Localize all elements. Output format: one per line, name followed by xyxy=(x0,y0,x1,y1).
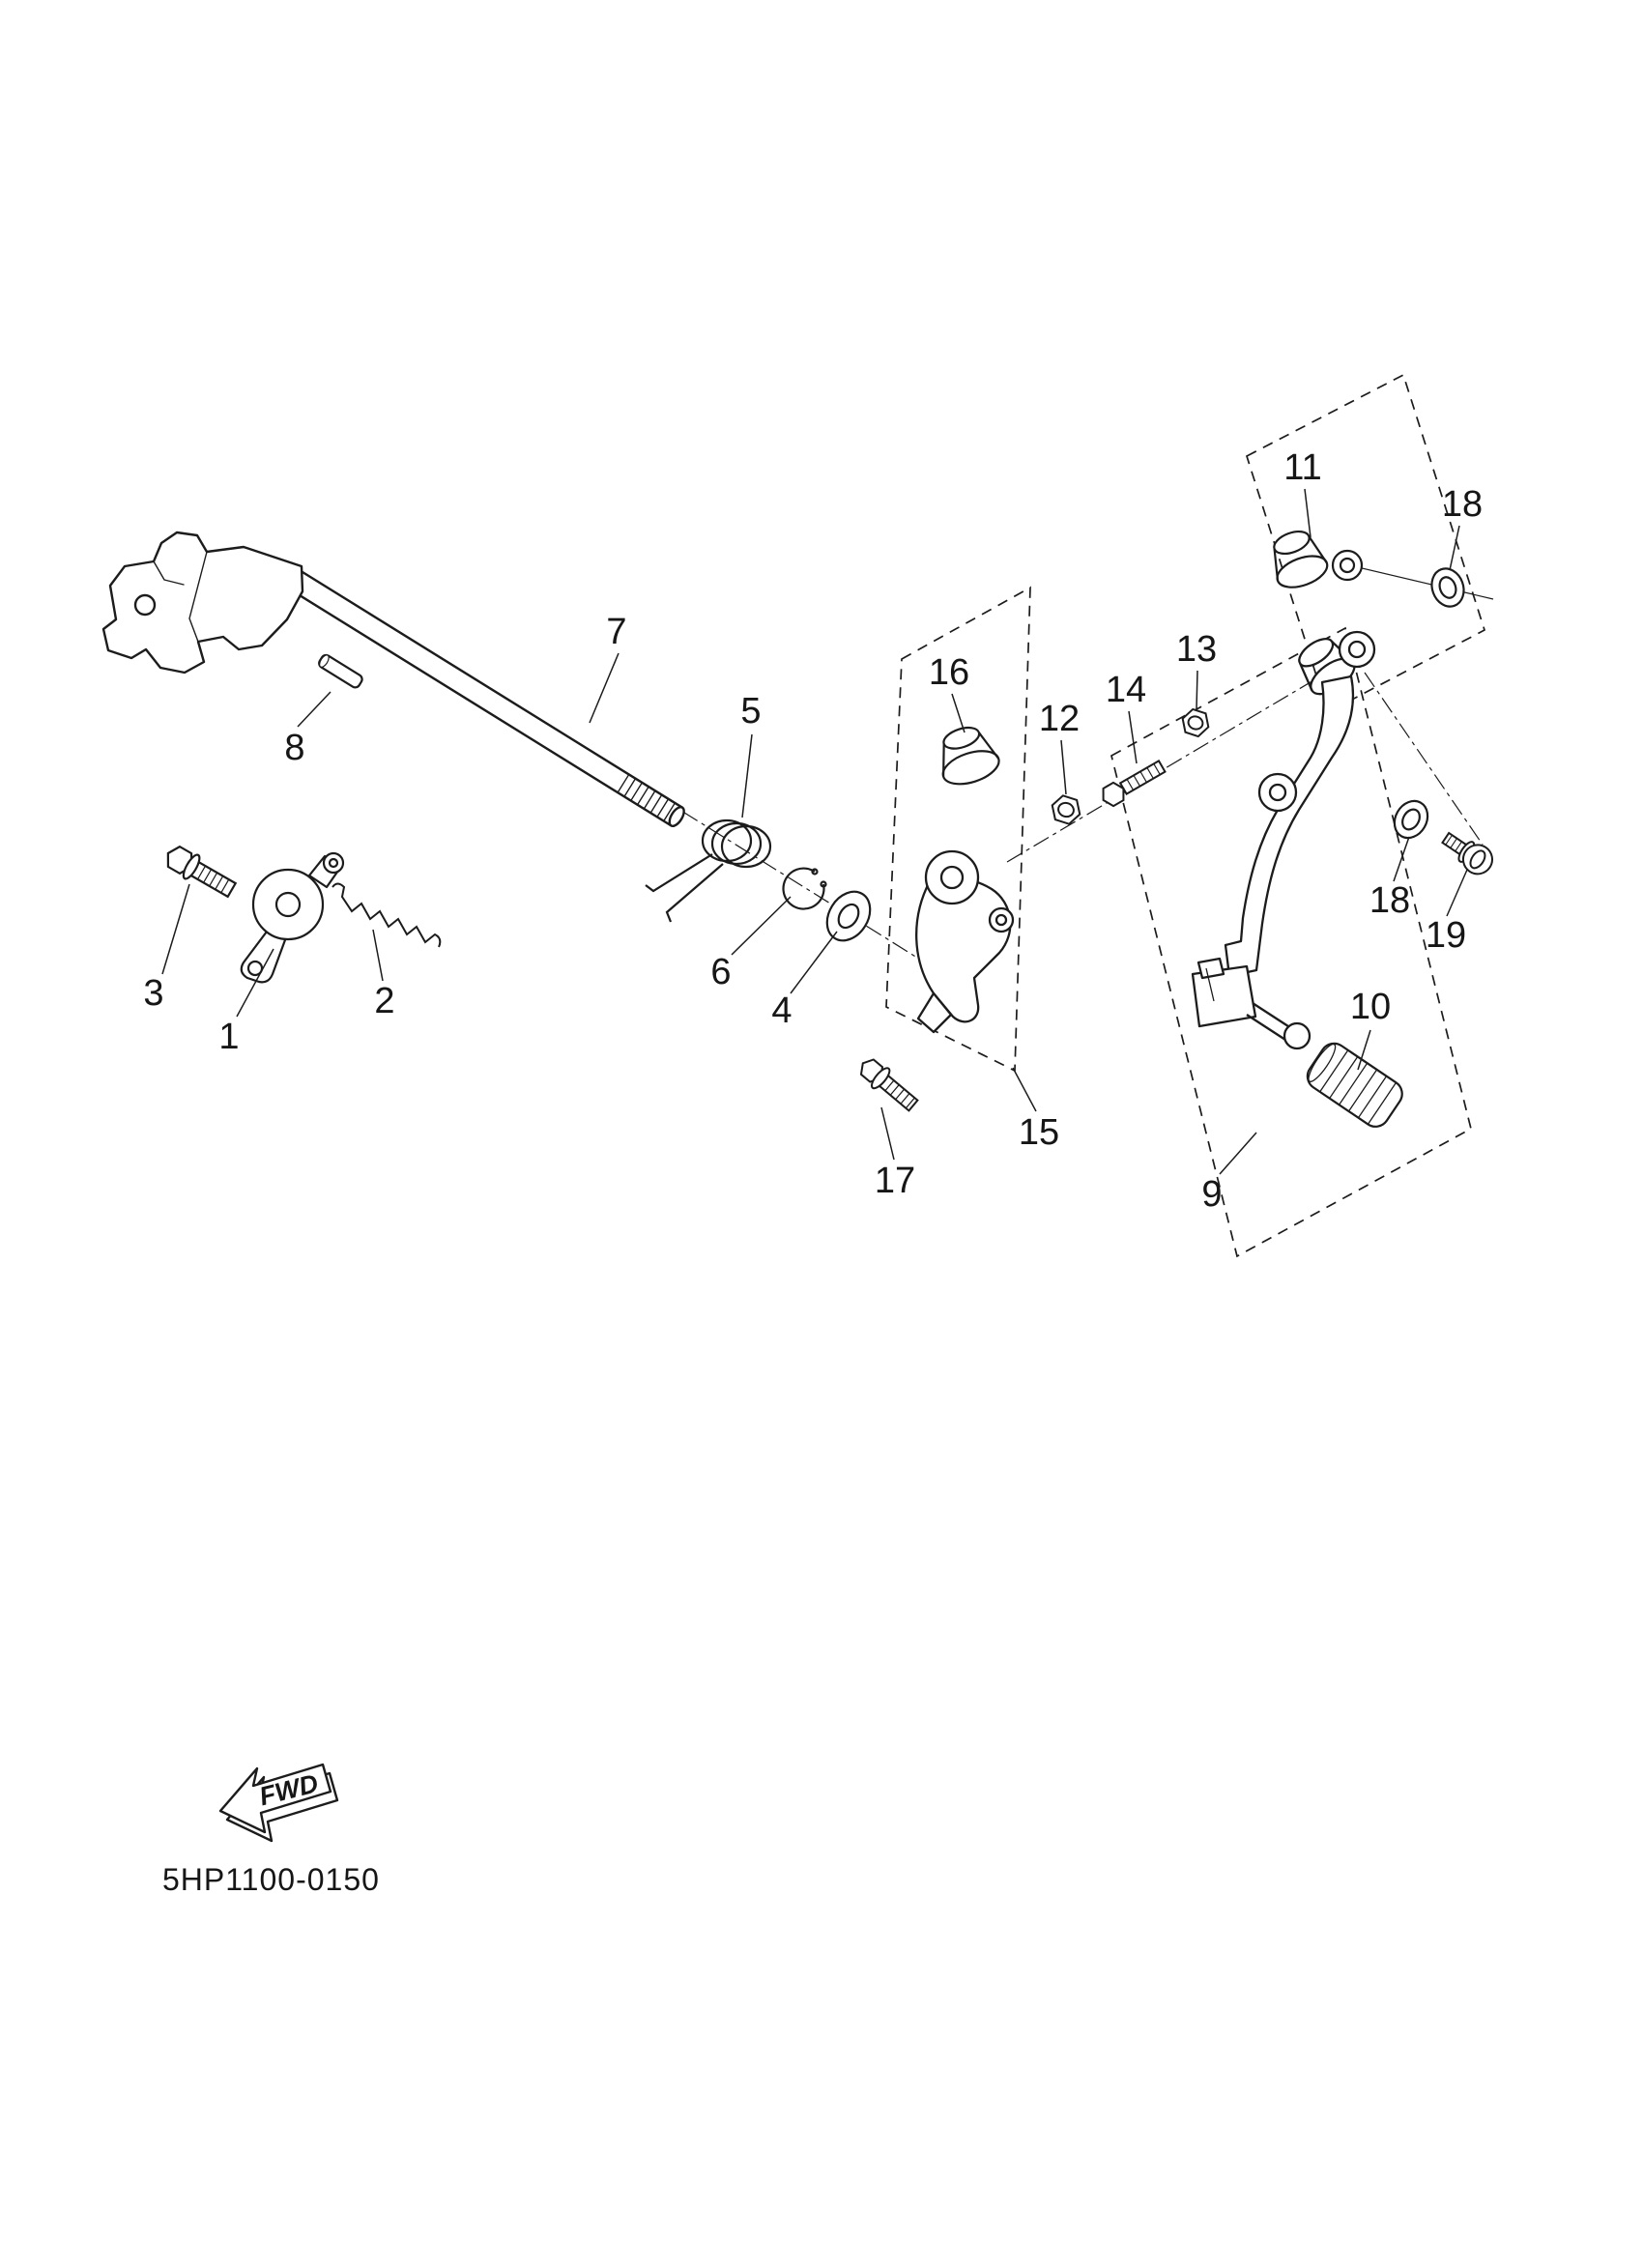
tension-spring xyxy=(331,882,442,948)
circlip xyxy=(782,867,827,910)
nut-13 xyxy=(1181,707,1210,738)
part-callout-14: 14 xyxy=(1106,670,1146,710)
shaft-lever-bracket xyxy=(101,531,304,675)
dashed-box-pedal-group xyxy=(1110,626,1472,1258)
part-callout-7: 7 xyxy=(606,612,626,652)
axis-line-pawl-bolt xyxy=(1006,675,1321,863)
leader-line-14 xyxy=(1128,710,1138,764)
axis-line-pivot-top xyxy=(1344,563,1494,600)
dashed-box-pivot-group xyxy=(1245,373,1486,714)
bolt-14 xyxy=(1102,760,1167,808)
stopper-bolt xyxy=(166,845,238,899)
leader-line-12 xyxy=(1060,739,1067,795)
shift-pawl-assembly xyxy=(915,849,1015,1034)
part-callout-3: 3 xyxy=(143,973,163,1014)
leader-line-19 xyxy=(1446,869,1468,917)
leader-line-11 xyxy=(1304,488,1312,538)
part-callout-15: 15 xyxy=(1019,1112,1059,1153)
part-callout-6: 6 xyxy=(710,952,731,992)
axis-line-shaft xyxy=(629,778,969,990)
part-callout-13: 13 xyxy=(1176,629,1217,670)
leader-line-9 xyxy=(1219,1132,1257,1175)
screw-19 xyxy=(1441,831,1493,876)
part-callouts: 1 2 3 4 5 6 7 8 9 10 11 12 13 14 15 16 1… xyxy=(143,447,1483,1215)
part-callout-11: 11 xyxy=(1283,447,1321,488)
pivot-boss xyxy=(1273,530,1364,589)
part-callout-2: 2 xyxy=(374,981,394,1021)
leader-line-13 xyxy=(1196,670,1198,710)
leader-line-18b xyxy=(1393,836,1410,882)
axis-line-pivot-screw xyxy=(1364,672,1484,846)
fwd-arrow: FWD xyxy=(218,1763,339,1843)
torsion-spring xyxy=(645,818,772,923)
bolt-17 xyxy=(859,1058,919,1112)
axis-lines xyxy=(629,563,1494,990)
diagram-code: 5HP1100-0150 xyxy=(162,1862,380,1897)
toe-peg-ball xyxy=(1283,1021,1312,1050)
part-callout-18a: 18 xyxy=(1442,484,1483,525)
stopper-boss xyxy=(941,726,1000,786)
part-callout-10: 10 xyxy=(1350,987,1391,1027)
pedal-rubber xyxy=(1306,1042,1403,1128)
stopper-lever xyxy=(240,851,345,984)
pedal-clamp-block xyxy=(1191,964,1257,1028)
part-callout-12: 12 xyxy=(1039,699,1080,739)
fwd-arrow-body xyxy=(218,1763,332,1834)
leader-lines xyxy=(161,488,1468,1175)
part-callout-8: 8 xyxy=(284,728,304,768)
part-callout-1: 1 xyxy=(218,1017,239,1057)
nut-12 xyxy=(1051,794,1081,825)
part-callout-4: 4 xyxy=(771,990,792,1031)
leader-line-15 xyxy=(1012,1067,1037,1112)
leader-line-10 xyxy=(1357,1029,1371,1071)
part-callout-9: 9 xyxy=(1201,1174,1222,1215)
leader-line-5 xyxy=(741,733,753,818)
part-callout-19: 19 xyxy=(1426,915,1466,956)
leader-line-17 xyxy=(880,1106,895,1161)
washer-18-top xyxy=(1430,567,1465,608)
leader-line-18a xyxy=(1449,525,1460,571)
leader-line-2 xyxy=(372,929,384,982)
leader-line-3 xyxy=(161,883,190,975)
part-callout-17: 17 xyxy=(875,1161,915,1201)
shift-pedal xyxy=(1191,630,1376,1050)
dowel-pin xyxy=(318,653,363,689)
part-callout-5: 5 xyxy=(740,691,761,732)
part-callout-16: 16 xyxy=(929,652,969,693)
leader-line-4 xyxy=(790,931,838,994)
part-callout-18b: 18 xyxy=(1369,880,1410,921)
washer-18-mid xyxy=(1393,799,1429,840)
collar-washer xyxy=(825,890,872,942)
leader-line-8 xyxy=(297,691,331,728)
shift-shaft-assembly xyxy=(101,531,685,828)
leader-line-1 xyxy=(236,948,274,1018)
leader-line-7 xyxy=(589,652,620,724)
leader-line-6 xyxy=(731,896,792,956)
leader-line-16 xyxy=(951,693,966,733)
